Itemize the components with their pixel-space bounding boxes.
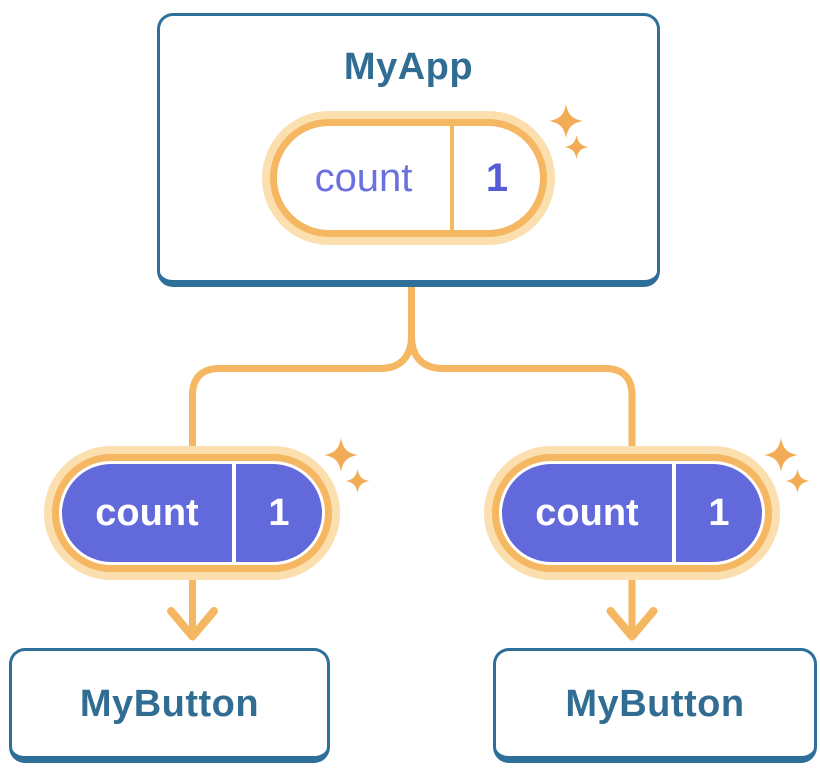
right-props-pill-divider [672, 464, 676, 562]
sparkle-icon [345, 469, 370, 493]
right-props-pill-label: count [535, 492, 639, 534]
state-pill-ring: count 1 [270, 119, 547, 237]
root-component-title: MyApp [343, 46, 474, 88]
left-props-pill-value: 1 [268, 492, 290, 534]
right-props-pill-core: count 1 [502, 464, 762, 562]
sparkle-icon [549, 103, 583, 139]
right-props-pill: count 1 [484, 446, 780, 580]
state-pill-value: 1 [485, 156, 509, 200]
right-props-pill-ring: count 1 [492, 454, 772, 572]
left-props-pill-ring: count 1 [52, 454, 332, 572]
left-props-pill: count 1 [44, 446, 340, 580]
left-branch-line [189, 335, 415, 452]
sparkle-icon [764, 437, 798, 473]
state-pill: count 1 [262, 111, 555, 245]
left-props-pill-divider [232, 464, 236, 562]
sparkle-icon [324, 437, 358, 473]
sparkle-icon [564, 135, 589, 159]
left-child-component-title: MyButton [79, 682, 260, 725]
left-child-component-card: MyButton [9, 648, 330, 763]
right-down-arrow-icon [606, 607, 658, 641]
right-child-component-card: MyButton [493, 648, 817, 763]
sparkle-icon [785, 469, 810, 493]
left-props-pill-label: count [95, 492, 199, 534]
state-pill-divider [450, 126, 454, 230]
left-props-pill-core: count 1 [62, 464, 322, 562]
right-branch-line [408, 335, 636, 452]
state-pill-label: count [314, 156, 413, 200]
right-props-pill-value: 1 [708, 492, 730, 534]
right-child-component-title: MyButton [565, 682, 745, 725]
left-down-arrow-icon [167, 607, 218, 641]
